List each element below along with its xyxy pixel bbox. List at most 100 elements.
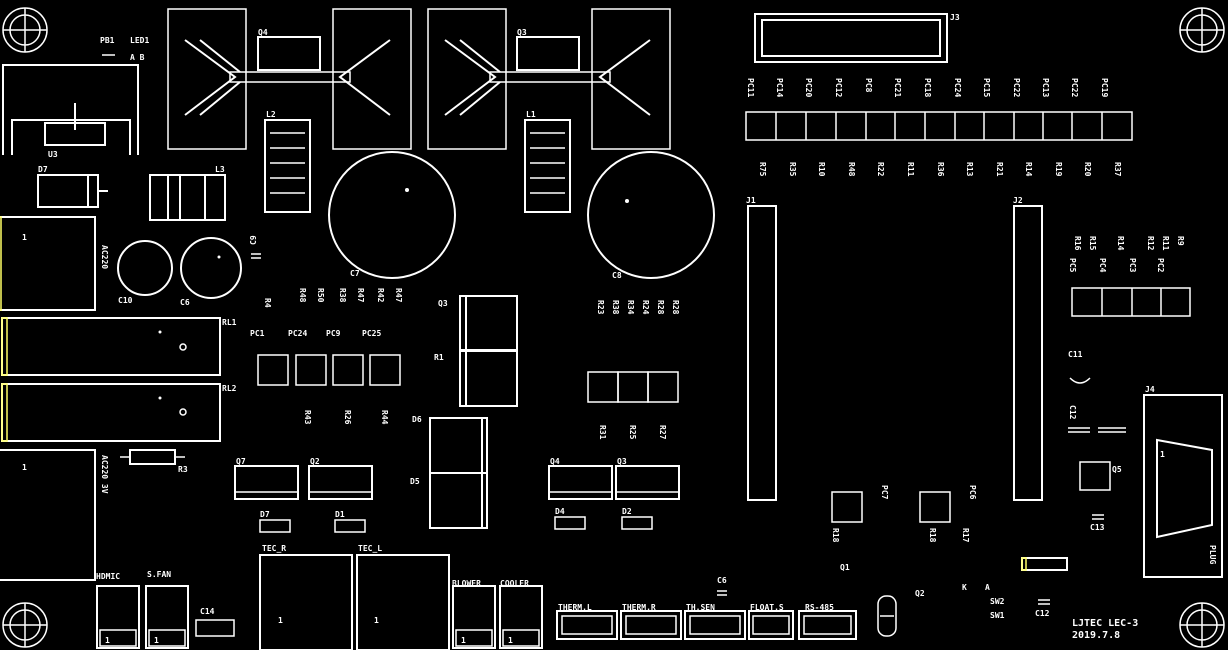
relay-rl2: RL2 [1, 383, 237, 442]
svg-text:R17: R17 [961, 528, 970, 543]
svg-text:PC6: PC6 [968, 485, 977, 500]
svg-text:PC7: PC7 [880, 485, 889, 500]
capacitor-c7: C7 [328, 151, 456, 279]
svg-text:K: K [962, 583, 967, 592]
svg-text:Q7: Q7 [236, 457, 246, 466]
svg-text:AC220 3V: AC220 3V [100, 455, 109, 494]
c8-label: C8 [612, 271, 622, 280]
svg-text:HDMIC: HDMIC [96, 572, 120, 581]
mounting-hole-tl [2, 7, 48, 53]
svg-text:1: 1 [374, 616, 379, 625]
svg-text:1: 1 [22, 463, 27, 472]
svg-text:COOLER: COOLER [500, 579, 529, 588]
svg-text:C6: C6 [717, 576, 727, 585]
svg-text:Q4: Q4 [550, 457, 560, 466]
svg-text:J4: J4 [1145, 385, 1155, 394]
ac220-3v-connector: 1 AC220 3V [0, 449, 109, 581]
capacitor-c6: C6 [180, 237, 242, 307]
svg-text:R37: R37 [1113, 162, 1122, 177]
svg-text:J2: J2 [1013, 196, 1023, 205]
svg-text:1: 1 [154, 636, 159, 645]
svg-text:TH.SEN: TH.SEN [686, 603, 715, 612]
l2-label: L2 [266, 110, 276, 119]
svg-text:R12: R12 [1146, 236, 1155, 251]
opto-pc6: PC6 R18 R17 Q2 [915, 485, 977, 598]
svg-text:R4: R4 [263, 298, 272, 308]
svg-text:PC8: PC8 [864, 78, 873, 93]
svg-text:R34: R34 [626, 300, 635, 315]
capacitor-c6-small: C6 [717, 576, 727, 596]
svg-text:R25: R25 [628, 425, 637, 440]
svg-text:R28: R28 [671, 300, 680, 315]
inductor-l3: L3 [149, 165, 226, 221]
svg-text:R26: R26 [343, 410, 352, 425]
r-row-top: R75 R35 R10 R48 R22 R11 R36 R13 R21 R14 … [758, 162, 1122, 177]
capacitor-c8: C8 [587, 151, 715, 280]
pc-row-top: PC11 PC14 PC20 PC12 PC8 PC21 PC18 PC24 P… [746, 78, 1109, 97]
svg-text:PC24: PC24 [288, 329, 307, 338]
l3-label: L3 [215, 165, 225, 174]
l1-label: L1 [526, 110, 536, 119]
d7-label: D7 [38, 165, 48, 174]
svg-text:C10: C10 [118, 296, 133, 305]
svg-text:R28: R28 [656, 300, 665, 315]
svg-text:R50: R50 [316, 288, 325, 303]
svg-text:R27: R27 [658, 425, 667, 440]
inductor-l2: L2 [264, 110, 311, 213]
svg-text:C12: C12 [1035, 609, 1050, 618]
svg-text:PC25: PC25 [362, 329, 381, 338]
svg-text:D6: D6 [412, 415, 422, 424]
svg-text:PC1: PC1 [250, 329, 265, 338]
svg-text:D1: D1 [335, 510, 345, 519]
svg-text:SW2: SW2 [990, 597, 1005, 606]
svg-text:R1: R1 [434, 353, 444, 362]
svg-text:BLOWER: BLOWER [452, 579, 481, 588]
svg-text:PC21: PC21 [893, 78, 902, 97]
svg-text:R14: R14 [1024, 162, 1033, 177]
small-diodes: D7 D1 D4 D2 [259, 507, 653, 533]
capacitor-c11: C11 [1068, 350, 1091, 384]
pb1-label: PB1 [100, 36, 115, 45]
svg-text:Q2: Q2 [310, 457, 320, 466]
opto-row-left: PC1 PC24 PC9 PC25 [250, 329, 401, 386]
transistors-center: Q3 R1 D6 D5 [410, 295, 518, 529]
svg-text:PC5: PC5 [1068, 258, 1077, 273]
opto-strip-right: PC5 PC4 PC3 PC2 R16 R15 R14 R12 R11 R9 [1068, 236, 1191, 317]
svg-text:PC2: PC2 [1156, 258, 1165, 273]
svg-text:R48: R48 [847, 162, 856, 177]
svg-text:Q3: Q3 [438, 299, 448, 308]
capacitors-c12-row: C12 [1068, 405, 1126, 433]
connector-rs485: RS-485 [798, 603, 857, 640]
svg-text:R14: R14 [1116, 236, 1125, 251]
svg-text:R21: R21 [995, 162, 1004, 177]
connector-therm-r: THERM.R [620, 603, 682, 640]
heatsink-q3: Q3 [427, 8, 671, 150]
board-date: 2019.7.8 [1072, 630, 1120, 641]
svg-text:R36: R36 [936, 162, 945, 177]
relay-rl1: RL1 [1, 317, 237, 376]
board-title: LJTEC LEC-3 [1072, 618, 1138, 629]
crystal-misc: K A SW2 SW1 C12 [877, 583, 1050, 637]
svg-text:R47: R47 [394, 288, 403, 303]
connector-therm-l: THERM.L [556, 603, 618, 640]
svg-text:PC20: PC20 [804, 78, 813, 97]
u3-label: U3 [48, 150, 58, 159]
ab-label: A B [130, 53, 145, 62]
connector-sfan: S.FAN 1 [145, 570, 189, 649]
ac220-connector: 1 AC220 [0, 216, 109, 311]
connector-th-sen: TH.SEN [684, 603, 746, 640]
led1-label: LED1 [130, 36, 149, 45]
c7-label: C7 [350, 269, 360, 278]
svg-text:PC9: PC9 [326, 329, 341, 338]
svg-text:D2: D2 [622, 507, 632, 516]
svg-text:D7: D7 [260, 510, 270, 519]
svg-text:A: A [985, 583, 990, 592]
svg-text:PC13: PC13 [1041, 78, 1050, 97]
svg-text:S.FAN: S.FAN [147, 570, 171, 579]
svg-text:R31: R31 [598, 425, 607, 440]
svg-text:TEC_R: TEC_R [262, 544, 286, 553]
svg-text:PC14: PC14 [775, 78, 784, 97]
inductor-l1: L1 [524, 110, 571, 213]
